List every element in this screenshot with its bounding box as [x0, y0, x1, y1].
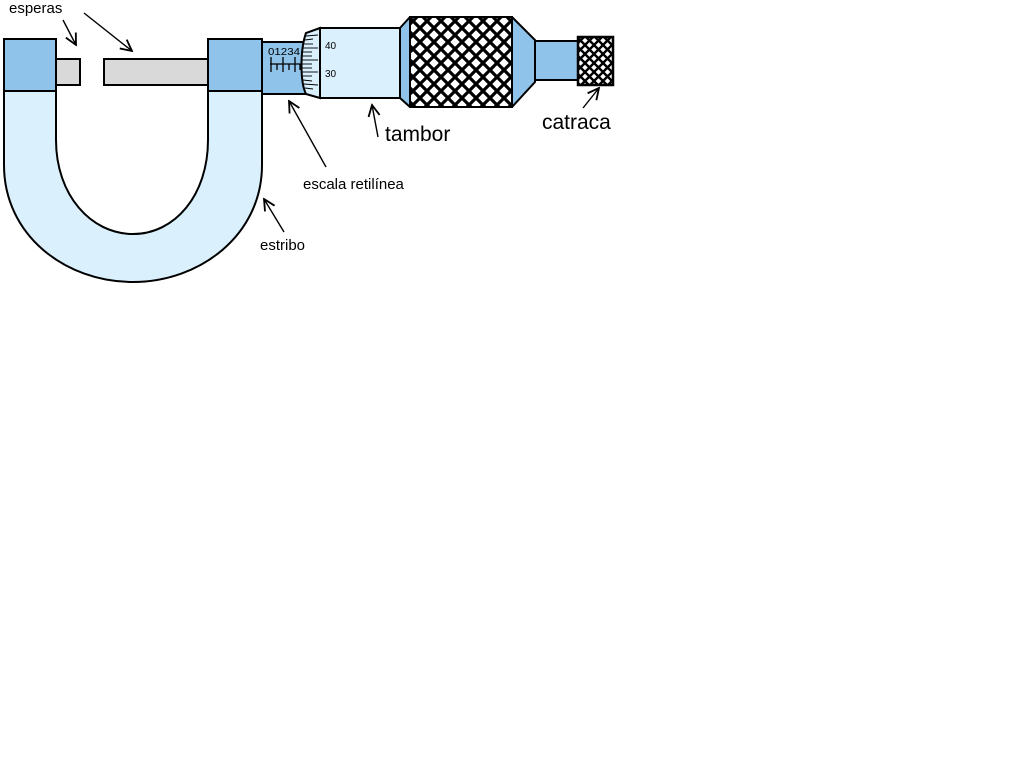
arrow-catraca [582, 88, 599, 109]
knurled-grip-texture [409, 16, 513, 108]
arrow-esperas-anvil [62, 19, 76, 45]
anvil-face [55, 58, 81, 86]
arrow-esperas-spindle [83, 12, 132, 51]
leader-arrows [62, 12, 599, 233]
spindle-rod [103, 58, 210, 86]
thimble-bevel [300, 26, 321, 100]
thimble-body [319, 27, 401, 99]
frame-right-block [207, 38, 263, 92]
sleeve-ticks [270, 57, 301, 72]
label-catraca: catraca [542, 111, 611, 134]
label-tambor: tambor [385, 123, 450, 146]
ratchet-knob [576, 35, 615, 87]
thimble-mark-30: 30 [325, 69, 337, 80]
arrow-estribo [264, 199, 285, 233]
label-escala-retilinea: escala retilínea [303, 176, 405, 193]
ratchet-stem [534, 40, 579, 81]
frame-estribo [3, 89, 263, 284]
label-esperas: esperas [9, 0, 62, 17]
thimble-mark-40: 40 [325, 41, 337, 52]
thimble-graduations [302, 34, 319, 90]
anvil-block [3, 38, 57, 92]
arrow-tambor [372, 105, 378, 138]
arrow-escala-retilinea [289, 101, 327, 168]
label-estribo: estribo [260, 237, 305, 254]
sleeve-digits: 01234 [268, 47, 300, 58]
